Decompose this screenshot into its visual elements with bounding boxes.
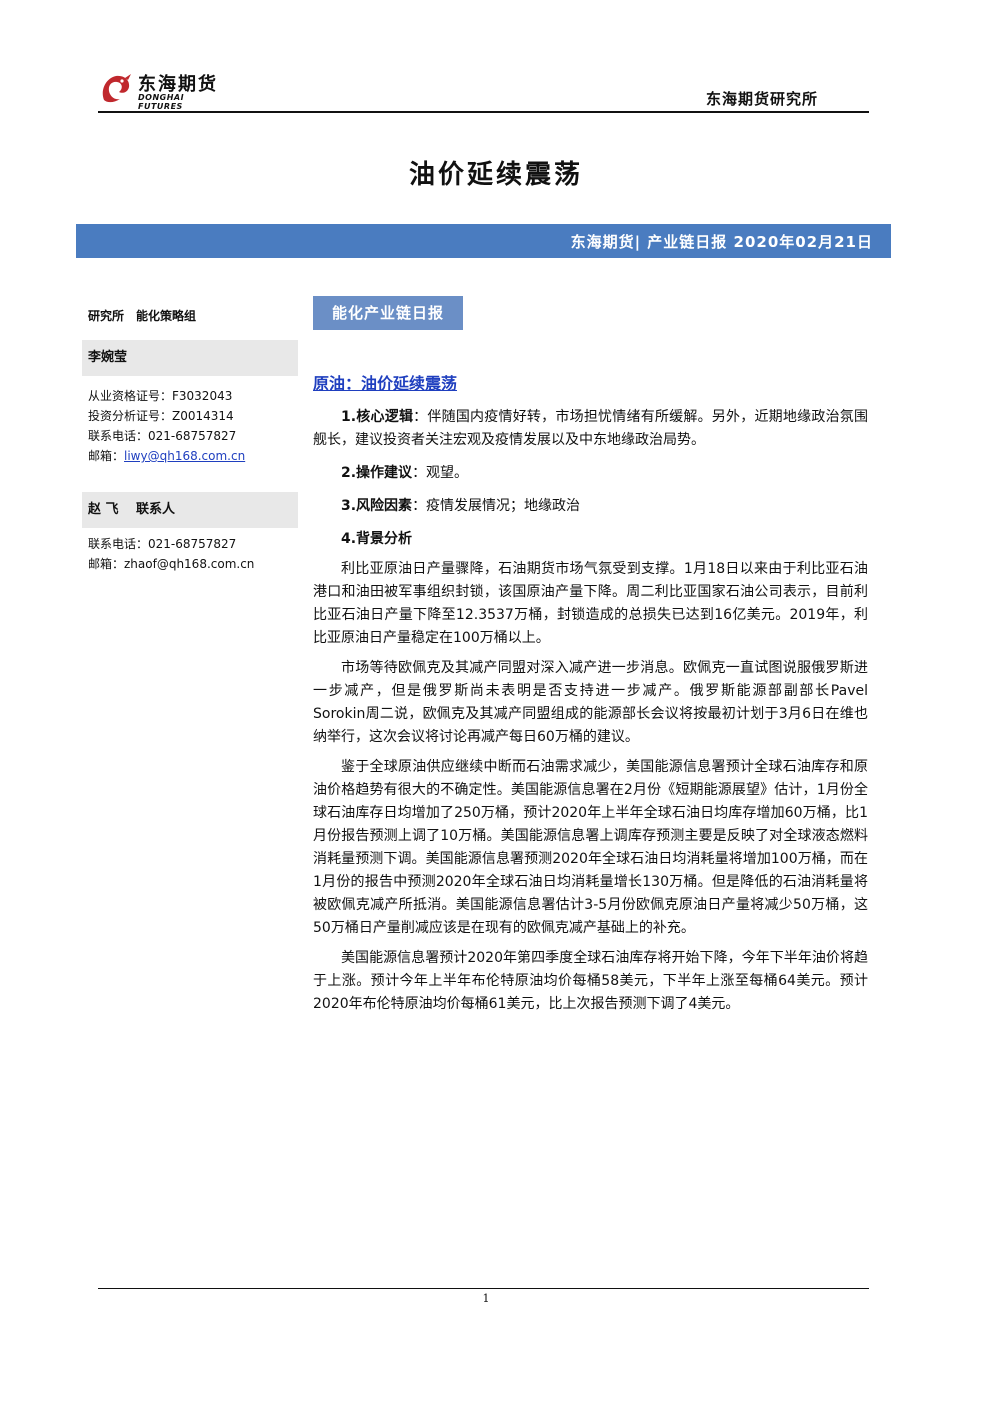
analyst-name: 李婉莹 <box>82 340 298 376</box>
paragraph-opec: 市场等待欧佩克及其减产同盟对深入减产进一步消息。欧佩克一直试图说服俄罗斯进一步减… <box>313 660 868 745</box>
dragon-logo-icon <box>102 74 131 103</box>
document-title: 油价延续震荡 <box>408 160 583 190</box>
analyst-email-label: 邮箱： <box>88 449 125 463</box>
footer-divider <box>98 1288 869 1289</box>
item-background-analysis: 4.背景分析 <box>341 531 413 547</box>
paragraph-libya: 利比亚原油日产量骤降，石油期货市场气氛受到支撑。1月18日以来由于利比亚石油港口… <box>313 561 868 646</box>
paragraph-eia-inventory: 鉴于全球原油供应继续中断而石油需求减少，美国能源信息署预计全球石油库存和原油价格… <box>313 759 868 936</box>
analyst-email-link[interactable]: liwy@qh168.com.cn <box>124 449 246 463</box>
section-tag-label: 能化产业链日报 <box>331 304 444 322</box>
logo-chinese-text: 东海期货 <box>138 74 218 95</box>
paragraph-eia-price: 美国能源信息署预计2020年第四季度全球石油库存将开始下降，今年下半年油价将趋于… <box>313 950 868 1012</box>
logo-english-text: DONGHAI FUTURES <box>138 93 185 111</box>
report-banner-text: 东海期货| 产业链日报 2020年02月21日 <box>570 233 873 251</box>
contact-email: 邮箱：zhaof@qh168.com.cn <box>88 557 255 571</box>
item-risk-factors: 3.风险因素：疫情发展情况；地缘政治 <box>341 498 581 514</box>
author-sidebar: 研究所 能化策略组 李婉莹 从业资格证号：F3032043 投资分析证号：Z00… <box>82 298 298 574</box>
analyst-cert-investment: 投资分析证号：Z0014314 <box>88 409 234 423</box>
section-tag: 能化产业链日报 <box>313 296 463 330</box>
company-logo: 东海期货 DONGHAI FUTURES <box>98 66 228 111</box>
analyst-cert-qualification: 从业资格证号：F3032043 <box>88 389 233 403</box>
contact-phone: 联系电话：021-68757827 <box>88 537 237 551</box>
report-banner: 东海期货| 产业链日报 2020年02月21日 <box>76 224 891 258</box>
contact-name: 赵 飞 联系人 <box>82 492 298 528</box>
analyst-phone: 联系电话：021-68757827 <box>88 429 237 443</box>
department-label: 研究所 能化策略组 <box>88 309 197 323</box>
analyst-email-row: 邮箱：liwy@qh168.com.cn <box>82 446 298 466</box>
header-divider <box>98 111 869 113</box>
page-number: 1 <box>482 1292 490 1305</box>
item-operation-advice: 2.操作建议：观望。 <box>341 465 469 481</box>
institute-name: 东海期货研究所 <box>705 90 818 108</box>
article-headline-link[interactable]: 原油：油价延续震荡 <box>313 374 458 393</box>
article-body: 1.核心逻辑：伴随国内疫情好转，市场担忧情绪有所缓解。另外，近期地缘政治氛围舰长… <box>313 406 868 1016</box>
item-core-logic: 1.核心逻辑：伴随国内疫情好转，市场担忧情绪有所缓解。另外，近期地缘政治氛围舰长… <box>313 409 869 448</box>
